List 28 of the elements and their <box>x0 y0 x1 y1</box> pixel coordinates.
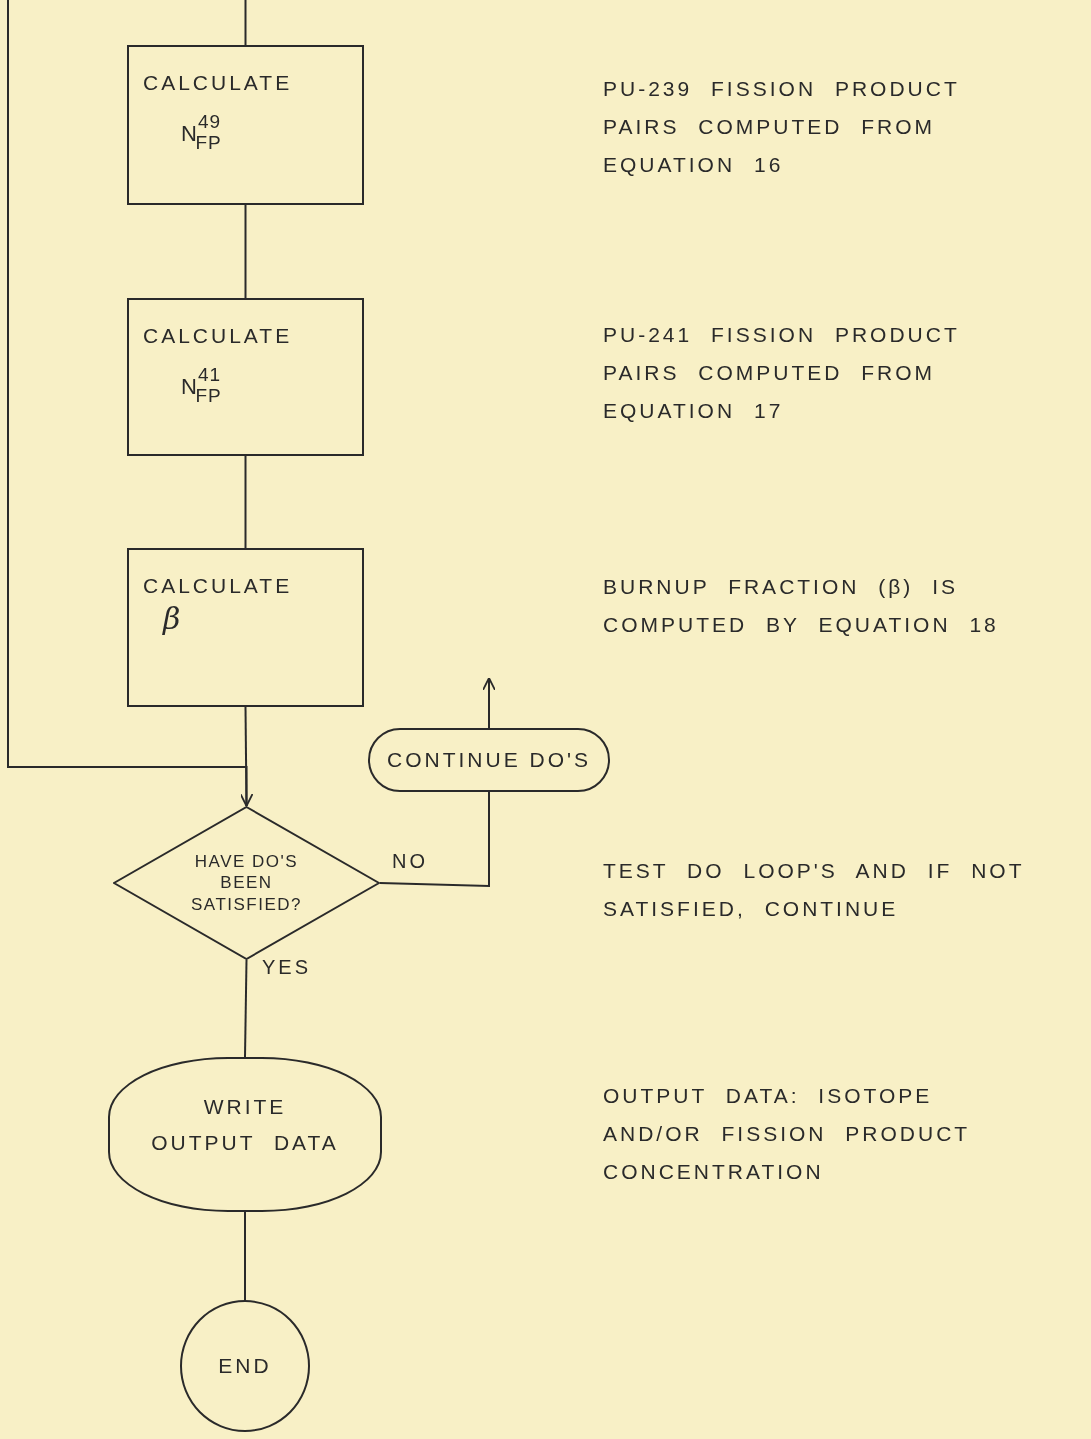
node-label: CALCULATE <box>143 323 293 349</box>
arrow <box>7 0 254 807</box>
connector-line <box>244 1211 246 1301</box>
node-label: HAVE DO'S BEEN SATISFIED? <box>189 851 303 915</box>
node-label: WRITE OUTPUT DATA <box>150 1093 340 1156</box>
connector-line <box>244 959 248 1058</box>
process-box <box>127 548 364 707</box>
output-shape <box>108 1057 382 1212</box>
arrow <box>482 677 496 729</box>
node-label: CONTINUE DO'S <box>387 747 591 774</box>
annotation-text: TEST DO LOOP'S AND IF NOT SATISFIED, CONTINUE <box>603 858 1026 922</box>
terminal-shape <box>368 728 610 792</box>
process-box <box>127 45 364 205</box>
node-label: CALCULATE <box>143 70 293 96</box>
decision-diamond <box>113 806 380 960</box>
annotation-text: BURNUP FRACTION (β) IS COMPUTED BY EQUATION 18 <box>603 574 1000 638</box>
connector-line <box>244 0 247 46</box>
annotation-text: PU-241 FISSION PRODUCT PAIRS COMPUTED FROM EQUATION 17 <box>603 322 961 424</box>
connector-line <box>379 791 490 888</box>
node-label: CALCULATE <box>143 573 293 599</box>
connector-line <box>244 455 247 549</box>
symbol-label: β <box>163 600 184 639</box>
node-label: END <box>218 1353 272 1380</box>
process-box <box>127 298 364 456</box>
connector-line <box>244 204 247 299</box>
annotation-text: PU-239 FISSION PRODUCT PAIRS COMPUTED FROM EQUATION 16 <box>603 76 961 178</box>
end-circle <box>180 1300 310 1432</box>
annotation-text: OUTPUT DATA: ISOTOPE AND/OR FISSION PRODUCT CONCENTRATION <box>603 1083 971 1185</box>
